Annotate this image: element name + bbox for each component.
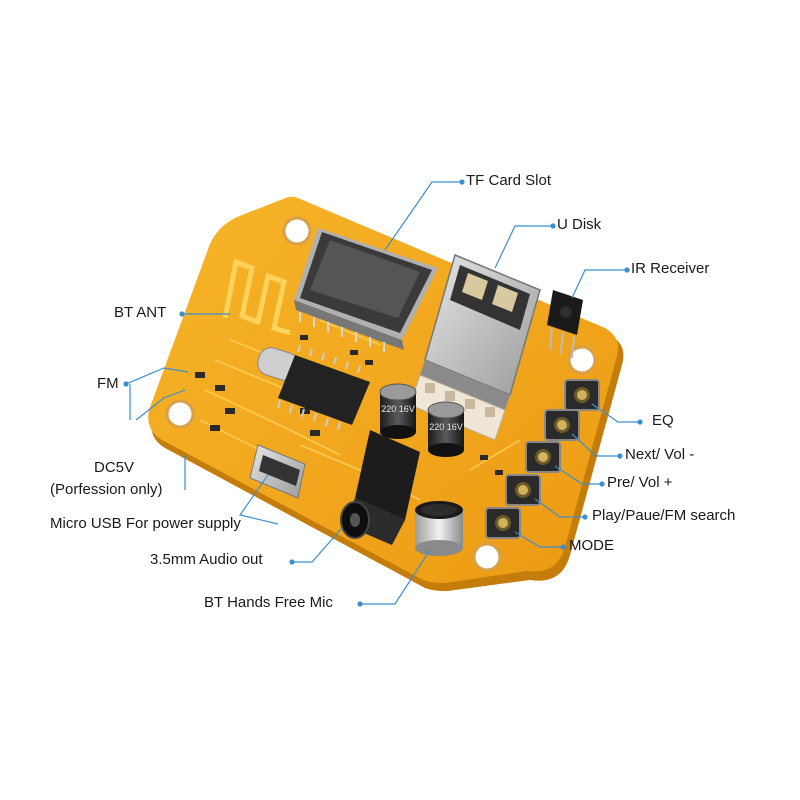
main-chip [277,344,370,431]
label-mic: BT Hands Free Mic [204,594,333,611]
smd-components [195,335,503,475]
callout-line-pre [554,465,602,485]
callout-line-tf [384,181,462,251]
audio-jack [340,430,420,545]
callout-line-audio [292,527,343,563]
label-fm: FM [97,375,119,392]
label-micro-usb: Micro USB For power supply [50,515,241,532]
callout-line-micro-usb [239,474,279,525]
button-next [544,409,580,441]
capacitor-1-mark: 220 16V [381,404,415,414]
mount-hole-icon [567,345,597,375]
label-ir-receiver: IR Receiver [631,260,710,277]
tf-card-slot [294,228,438,352]
label-dc5v-note: (Porfession only) [50,481,163,498]
micro-usb-port [249,444,306,499]
mount-hole-icon [282,216,312,246]
label-u-disk: U Disk [557,216,602,233]
mount-hole-icon [165,399,195,429]
bt-antenna-trace [222,258,291,336]
callout-line-play [534,498,585,518]
button-mode [485,507,521,539]
callout-line-next [571,433,620,457]
callout-line-eq [591,403,640,423]
usb-a-port [420,253,541,410]
ir-receiver [547,290,583,359]
capacitor-1: 220 16V [379,383,417,439]
callout-lines [125,181,640,605]
capacitor-2: 220 16V [427,401,465,457]
callout-line-fm-a [125,367,189,385]
callout-line-usb [494,225,553,269]
callout-line-fm-b [135,389,186,421]
capacitor-2-mark: 220 16V [429,422,463,432]
microphone [415,501,463,556]
label-tf-card-slot: TF Card Slot [466,172,552,189]
callout-line-ir [571,269,627,299]
label-next-vol: Next/ Vol - [625,446,695,463]
button-play [505,474,541,506]
callout-dots [123,179,643,607]
label-pre-vol: Pre/ Vol + [607,474,673,491]
label-dc5v: DC5V [94,459,135,476]
tf-pins [299,312,385,352]
label-audio-out: 3.5mm Audio out [150,551,263,568]
label-play: Play/Paue/FM search [592,507,736,524]
button-eq [564,379,600,411]
button-pre [525,441,561,473]
callout-line-mode [514,531,563,548]
label-eq: EQ [652,412,674,429]
callout-line-mic [360,549,431,605]
label-mode: MODE [569,537,614,554]
tactile-buttons [485,379,600,539]
mount-hole-icon [472,542,502,572]
label-bt-ant: BT ANT [114,304,167,321]
